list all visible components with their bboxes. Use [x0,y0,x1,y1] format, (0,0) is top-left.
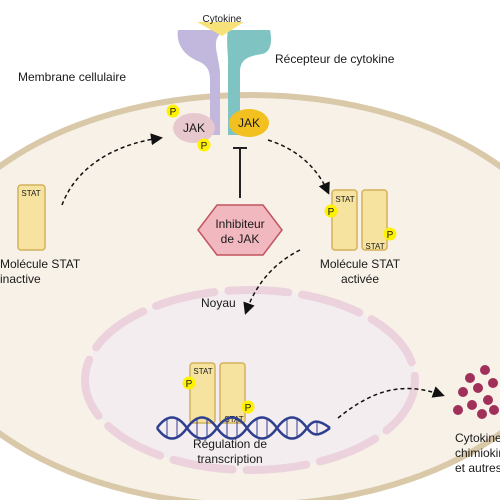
activated-stat-label-1: Molécule STAT [320,257,401,271]
nucleus-envelope [81,286,419,474]
svg-text:STAT: STAT [193,367,212,376]
cytokine-ligand [197,22,244,36]
output-label-3: et autres [455,461,500,475]
inactive-stat-label-2: inactive [0,272,41,286]
transcription-label-2: transcription [197,452,262,466]
arrow-stat-to-receptor [61,133,163,206]
jak-right-label: JAK [238,116,260,130]
svg-text:P: P [170,107,177,118]
jak-right: JAK [229,109,269,137]
arrow-jak-to-stat [267,139,330,195]
transcription-label-1: Régulation de [193,437,267,451]
cell-membrane-label: Membrane cellulaire [18,70,126,84]
cytokine-label: Cytokine [203,14,242,25]
receptor-teal-chain [227,30,272,135]
jak-left-label: JAK [183,121,205,135]
inactive-stat: STAT [17,184,46,251]
svg-text:STAT: STAT [224,415,243,424]
svg-text:P: P [328,207,335,218]
svg-text:de JAK: de JAK [221,232,260,246]
svg-text:P: P [201,141,208,152]
svg-text:P: P [186,379,193,390]
phospho-jak-2: P [197,138,211,152]
svg-text:STAT: STAT [335,195,354,204]
nuclear-stat-dimer: STAT STAT P P [182,362,255,424]
jak-left: JAK [173,113,215,143]
svg-text:P: P [245,403,252,414]
cytokine-receptor [177,30,272,135]
arrow-stat-to-nucleus [243,249,301,315]
svg-text:STAT: STAT [365,242,384,251]
output-label-1: Cytokines [455,431,500,445]
arrow-to-secretion [337,386,445,419]
jak-inhibitor: Inhibiteur de JAK [197,204,283,256]
output-label-2: chimiokines [455,446,500,460]
svg-text:STAT: STAT [21,189,40,198]
svg-text:Inhibiteur: Inhibiteur [215,217,264,231]
inactive-stat-label-1: Molécule STAT [0,257,81,271]
phospho-jak-1: P [166,104,180,118]
receptor-purple-chain [177,30,225,135]
nucleus-label: Noyau [201,296,236,310]
activated-stat-dimer: STAT STAT P P [324,189,397,251]
secreted-molecules [453,365,499,419]
dna-helix [155,416,331,440]
cytokine-receptor-label: Récepteur de cytokine [275,52,395,66]
activated-stat-label-2: activée [341,272,379,286]
svg-text:P: P [387,230,394,241]
